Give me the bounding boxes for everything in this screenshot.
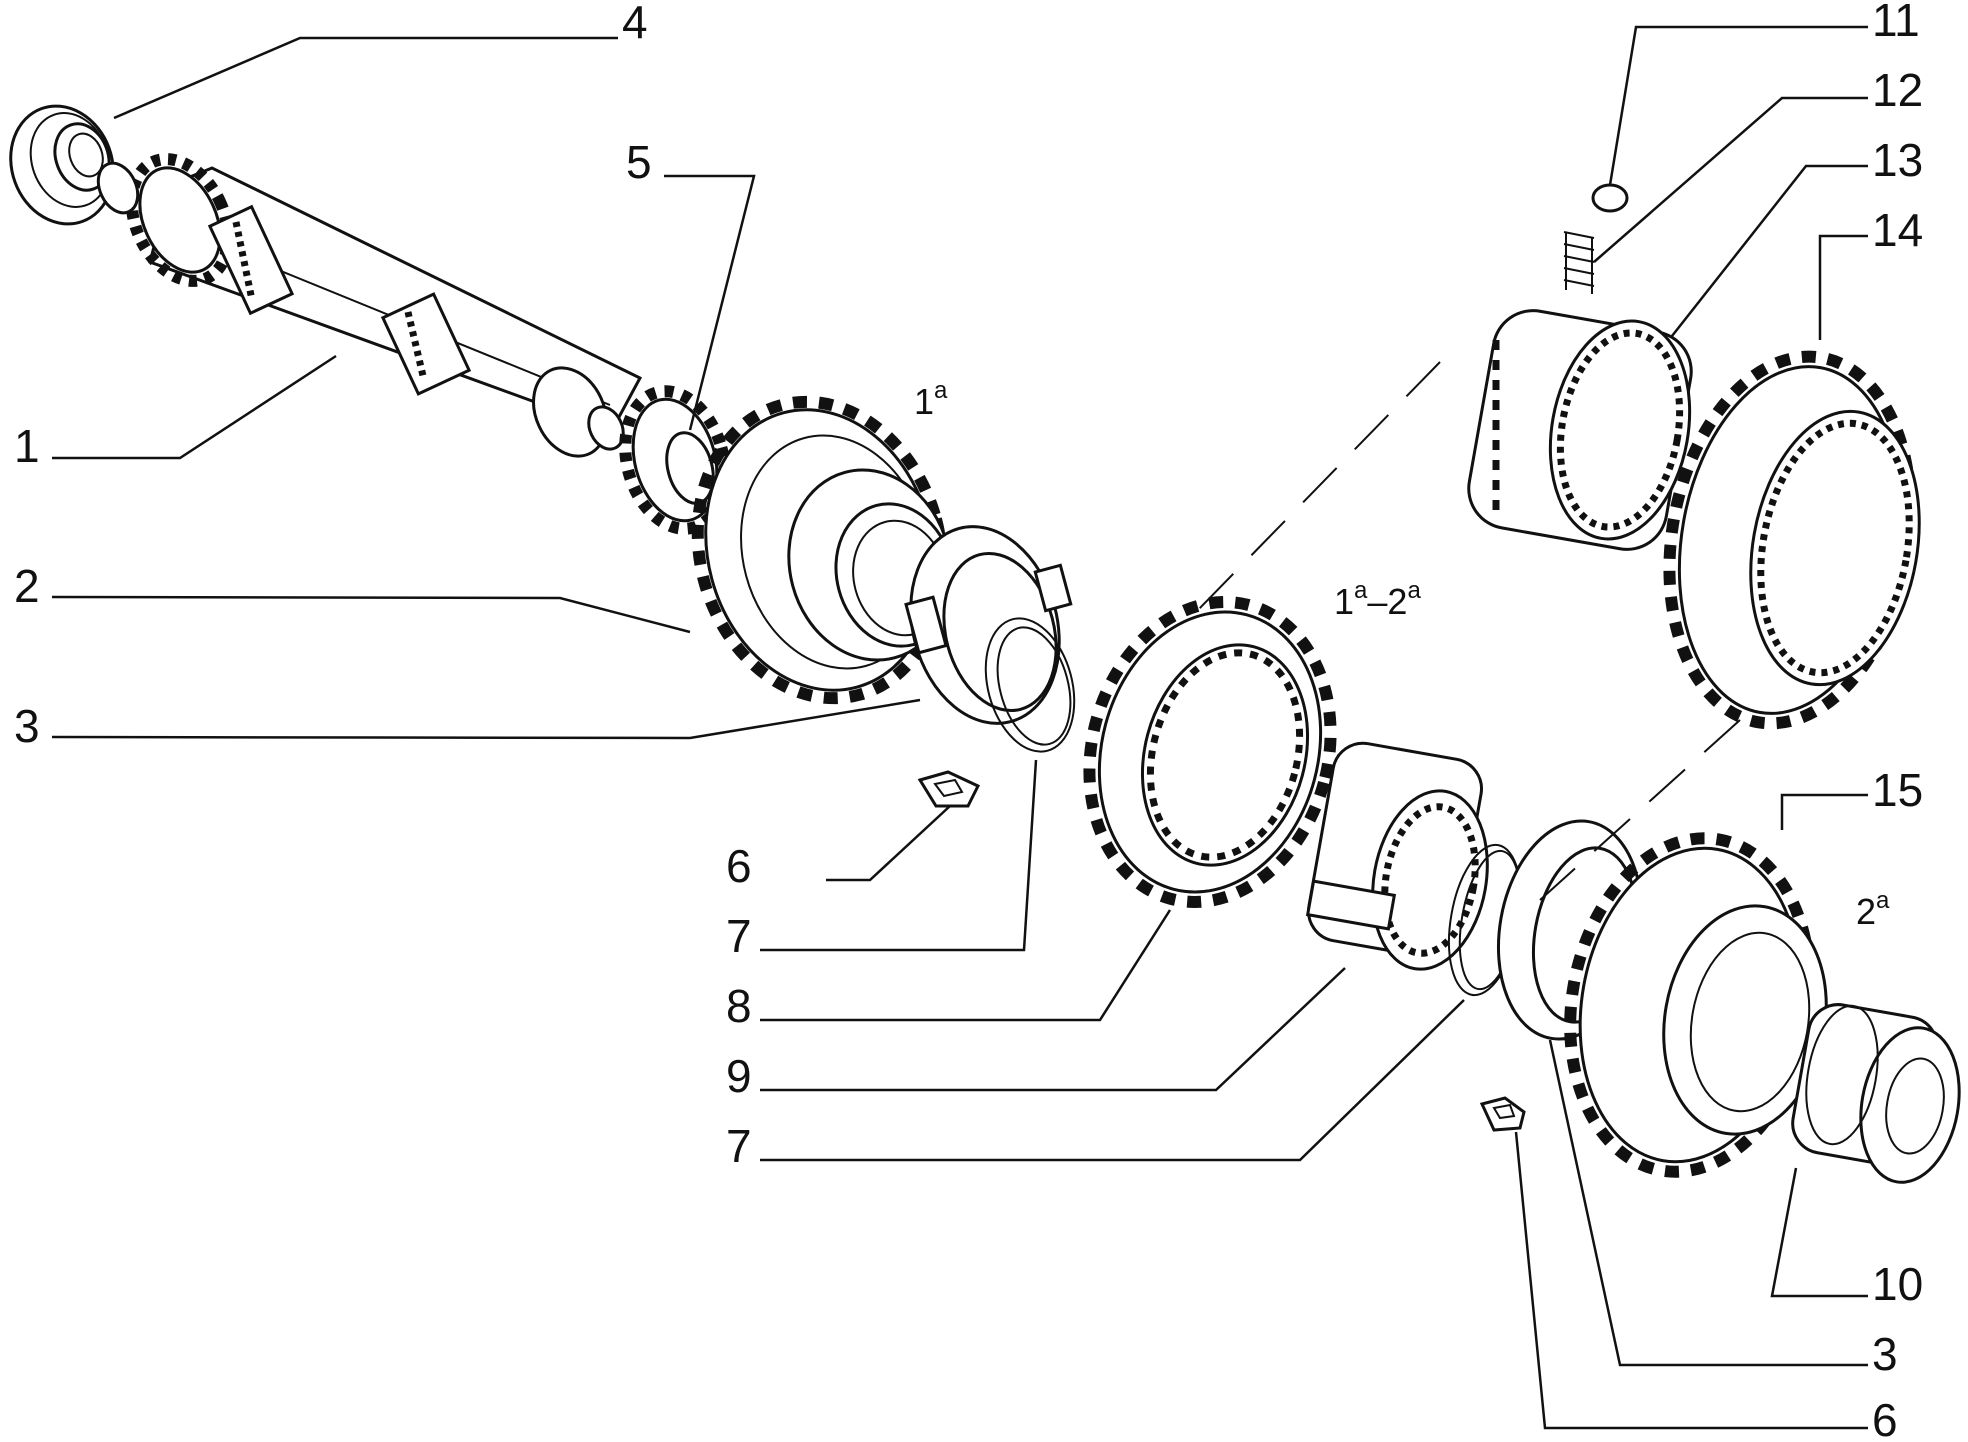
callout-10: 10 (1872, 1258, 1923, 1310)
spring-part-12 (1563, 231, 1595, 294)
callout-15: 15 (1872, 764, 1923, 816)
callout-numbers: 1 2 3 4 5 6 7 8 9 7 10 3 6 11 12 13 14 1… (14, 0, 1923, 1442)
synchro-ring-part-3-left (904, 525, 1073, 725)
gear-label-first: 1a (914, 377, 948, 422)
callout-11: 11 (1872, 0, 1920, 46)
bearing-part-4 (9, 104, 115, 226)
sleeve-part-13 (1467, 309, 1693, 551)
callout-5: 5 (626, 136, 652, 188)
callout-6-left: 6 (726, 840, 752, 892)
hub-part-9 (1305, 741, 1489, 971)
plunger-part-11 (1591, 183, 1629, 213)
callout-3-right: 3 (1872, 1328, 1898, 1380)
callout-7-lower: 7 (726, 1120, 752, 1172)
callout-8: 8 (726, 980, 752, 1032)
shaft-part-1 (96, 153, 643, 458)
second-gear-part-15 (1564, 832, 1828, 1178)
callout-9: 9 (726, 1050, 752, 1102)
bushing-part-10 (1791, 1003, 1961, 1184)
gear-label-second: 2a (1856, 887, 1890, 932)
callout-3-left: 3 (14, 700, 40, 752)
leader-lines (51, 25, 1868, 1430)
block-part-6-left (917, 770, 981, 808)
callout-7-upper: 7 (726, 910, 752, 962)
synchro-ring-part-8-gear (1083, 596, 1337, 908)
spring-ring-part-8 (984, 617, 1076, 753)
assembly-axis-lines (1197, 361, 1741, 901)
callout-2: 2 (14, 560, 40, 612)
callout-6-right: 6 (1872, 1394, 1898, 1442)
callout-1: 1 (14, 420, 40, 472)
callout-4: 4 (622, 0, 648, 48)
callout-13: 13 (1872, 134, 1923, 186)
callout-12: 12 (1872, 64, 1923, 116)
gear-label-first-second-sync: 1a–2a (1334, 577, 1421, 622)
block-part-6-right (1479, 1096, 1526, 1132)
gear-ring-part-14 (1663, 350, 1921, 730)
callout-14: 14 (1872, 204, 1923, 256)
